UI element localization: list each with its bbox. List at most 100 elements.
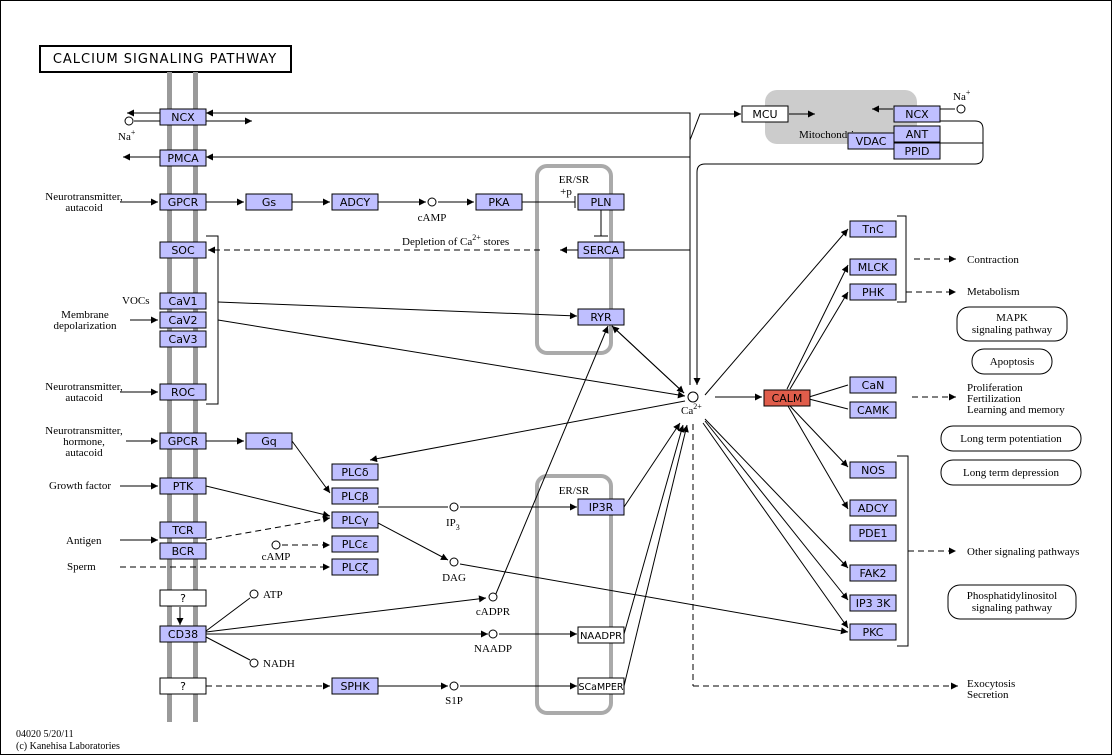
gene-plc-delta[interactable]: PLCδ xyxy=(331,463,379,481)
gene-label: CaV3 xyxy=(169,333,198,346)
gene-gs[interactable]: Gs xyxy=(245,193,293,211)
map-long-term-potentiation[interactable]: Long term potentiation xyxy=(940,425,1082,452)
gene-gq[interactable]: Gq xyxy=(245,432,293,450)
gene-plc-beta[interactable]: PLCβ xyxy=(331,487,379,505)
gene-label: PLCζ xyxy=(342,561,368,574)
compound-cadpr xyxy=(488,592,498,602)
mitochondrion-compartment xyxy=(765,90,917,144)
compounds xyxy=(124,104,966,691)
label-growth-factor: Growth factor xyxy=(49,480,111,492)
gene-label: NAADPR xyxy=(580,631,622,642)
gene-label: PPID xyxy=(905,145,930,158)
map-label: MAPK xyxy=(996,312,1028,324)
map-long-term-depression[interactable]: Long term depression xyxy=(940,459,1082,486)
gene-label: ? xyxy=(180,680,186,693)
map-label: signaling pathway xyxy=(972,602,1053,614)
gene-label: ADCY xyxy=(858,502,888,515)
gene-vdac[interactable]: VDAC xyxy=(847,132,895,150)
compound-nadh xyxy=(249,658,259,668)
compound-naadp xyxy=(488,629,498,639)
gene-phk[interactable]: PHK xyxy=(849,283,897,301)
gene-label: NOS xyxy=(861,464,885,477)
gene-mcu[interactable]: MCU xyxy=(741,105,789,123)
gene-label: CALM xyxy=(772,392,803,405)
label-atp: ATP xyxy=(263,589,283,601)
gene-serca[interactable]: SERCA xyxy=(577,241,625,259)
footer-copyright: (c) Kanehisa Laboratories xyxy=(16,741,120,752)
title-box: CALCIUM SIGNALING PATHWAY xyxy=(39,45,292,73)
gene-tnc[interactable]: TnC xyxy=(849,220,897,238)
gene-cav1[interactable]: CaV1 xyxy=(159,292,207,310)
gene-pmca[interactable]: PMCA xyxy=(159,149,207,167)
gene-sphk[interactable]: SPHK xyxy=(331,677,379,695)
gene-label: TnC xyxy=(861,223,884,236)
gene-ptk[interactable]: PTK xyxy=(159,477,207,495)
label-neurotransmitter-2a: Neurotransmitter, xyxy=(45,381,123,393)
gene-label: CaV1 xyxy=(169,295,198,308)
gene-ppid[interactable]: PPID xyxy=(893,142,941,160)
gene-ncx-left[interactable]: NCX xyxy=(159,108,207,126)
gene-naadpr[interactable]: NAADPR xyxy=(577,626,625,644)
page-title: CALCIUM SIGNALING PATHWAY xyxy=(53,52,277,67)
gene-fak2[interactable]: FAK2 xyxy=(849,564,897,582)
label-exocytosis: Exocytosis xyxy=(967,678,1015,690)
gene-ryr[interactable]: RYR xyxy=(577,308,625,326)
gene-nos[interactable]: NOS xyxy=(849,461,897,479)
gene-tcr[interactable]: TCR xyxy=(159,521,207,539)
gene-pka[interactable]: PKA xyxy=(475,193,523,211)
gene-plc-epsilon[interactable]: PLCε xyxy=(331,535,379,553)
gene-label: SCaMPER xyxy=(578,682,623,693)
gene-ncx-mito[interactable]: NCX xyxy=(893,105,941,123)
gene-label: TCR xyxy=(171,524,194,537)
label-neurotransmitter-3a: Neurotransmitter, xyxy=(45,425,123,437)
gene-label: PMCA xyxy=(167,152,199,165)
gene-scamper[interactable]: SCaMPER xyxy=(577,677,625,695)
compound-s1p xyxy=(449,681,459,691)
map-apoptosis[interactable]: Apoptosis xyxy=(971,348,1053,375)
gene-gpcr-1[interactable]: GPCR xyxy=(159,193,207,211)
gene-cav3[interactable]: CaV3 xyxy=(159,330,207,348)
gene-mlck[interactable]: MLCK xyxy=(849,258,897,276)
gene-unknown-2[interactable]: ? xyxy=(159,677,207,695)
gene-soc[interactable]: SOC xyxy=(159,241,207,259)
gene-plc-gamma[interactable]: PLCγ xyxy=(331,511,379,529)
gene-ip3r[interactable]: IP3R xyxy=(577,498,625,516)
gene-cd38[interactable]: CD38 xyxy=(159,625,207,643)
gene-label: PDE1 xyxy=(858,527,887,540)
label-er-sr-2: ER/SR xyxy=(559,485,590,497)
gene-pkc[interactable]: PKC xyxy=(849,623,897,641)
compound-calcium xyxy=(687,391,699,403)
gene-roc[interactable]: ROC xyxy=(159,383,207,401)
gene-pln[interactable]: PLN xyxy=(577,193,625,211)
gene-label: ROC xyxy=(171,386,195,399)
gene-bcr[interactable]: BCR xyxy=(159,542,207,560)
gene-plc-zeta[interactable]: PLCζ xyxy=(331,558,379,576)
gene-ant[interactable]: ANT xyxy=(893,125,941,143)
gene-label: NCX xyxy=(171,111,195,124)
gene-unknown-1[interactable]: ? xyxy=(159,589,207,607)
gene-label: Gs xyxy=(262,196,277,209)
gene-camk[interactable]: CAMK xyxy=(849,401,897,419)
gene-ip3-3k[interactable]: IP3 3K xyxy=(849,594,897,612)
label-sperm: Sperm xyxy=(67,561,96,573)
label-camp-1: cAMP xyxy=(418,212,447,224)
label-neurotransmitter-1b: autacoid xyxy=(65,202,103,214)
label-neurotransmitter-2b: autacoid xyxy=(65,392,103,404)
gene-cav2[interactable]: CaV2 xyxy=(159,311,207,329)
gene-pde1[interactable]: PDE1 xyxy=(849,524,897,542)
label-neurotransmitter-3b: hormone, xyxy=(63,436,105,448)
gene-label: IP3R xyxy=(589,501,614,514)
map-phosphatidylinositol-signaling[interactable]: Phosphatidylinositol signaling pathway xyxy=(947,584,1077,620)
gene-adcy-2[interactable]: ADCY xyxy=(849,499,897,517)
gene-calm[interactable]: CALM xyxy=(763,389,811,407)
gene-gpcr-2[interactable]: GPCR xyxy=(159,432,207,450)
label-other-pathways: Other signaling pathways xyxy=(967,546,1079,558)
gene-label: FAK2 xyxy=(859,567,886,580)
compound-camp-2 xyxy=(271,540,281,550)
compound-camp-1 xyxy=(427,197,437,207)
gene-label: PLCε xyxy=(342,538,368,551)
label-contraction: Contraction xyxy=(967,254,1019,266)
gene-adcy-1[interactable]: ADCY xyxy=(331,193,379,211)
gene-can[interactable]: CaN xyxy=(849,376,897,394)
map-mapk-signaling[interactable]: MAPK signaling pathway xyxy=(956,306,1068,342)
